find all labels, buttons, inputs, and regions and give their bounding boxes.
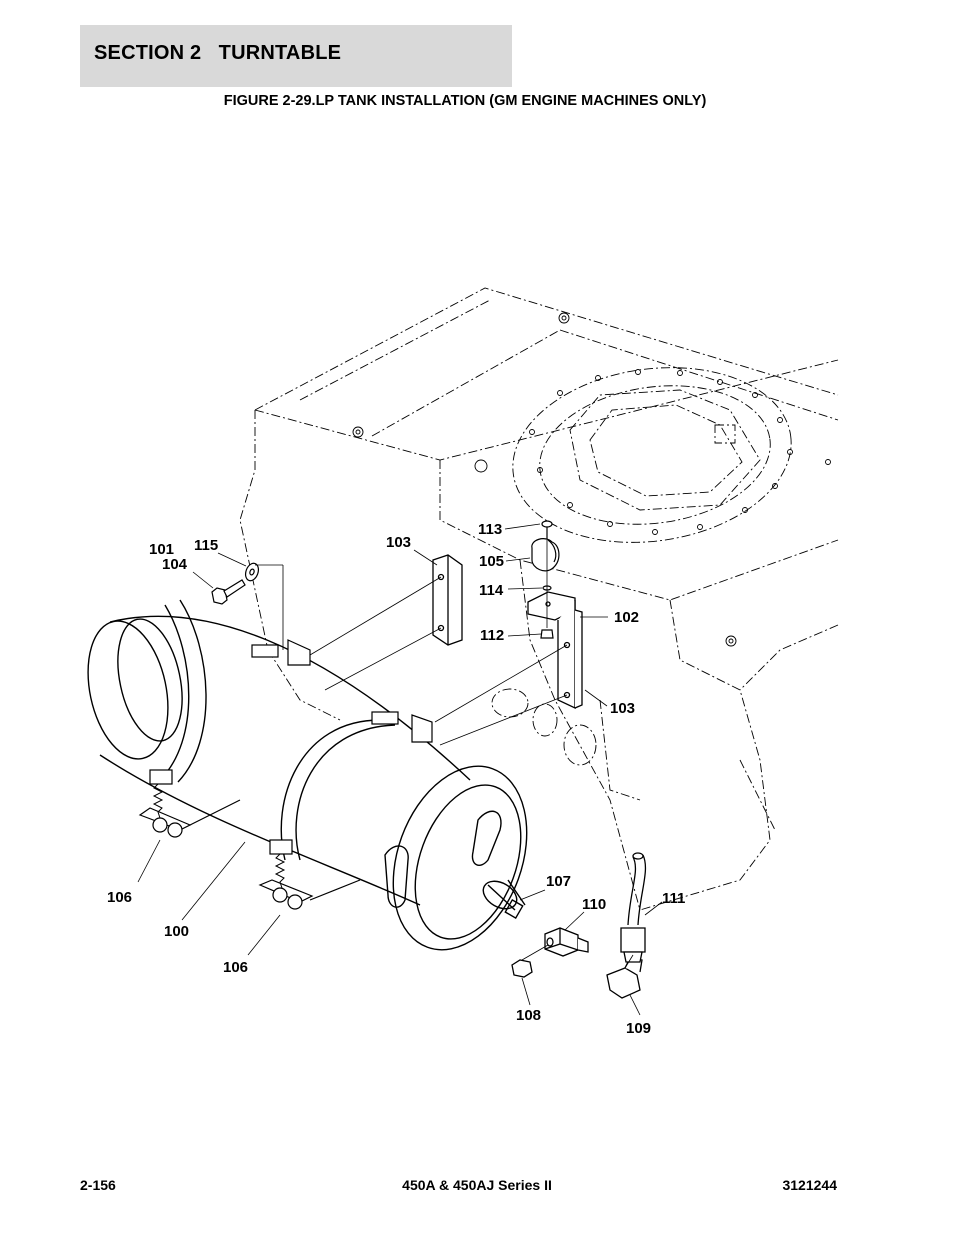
callout-105: 105 [479,553,504,570]
callout-109: 109 [626,1020,651,1037]
bearing-bolt-holes [352,312,831,647]
callout-103-upper: 103 [386,534,411,551]
callout-labels: 113 105 114 112 102 103 103 101 115 104 … [107,521,685,1037]
callout-106-left: 106 [107,889,132,906]
callout-100: 100 [164,923,189,940]
callout-115: 115 [194,537,218,554]
lp-tank [87,599,528,951]
callout-108: 108 [516,1007,541,1024]
callout-114: 114 [479,582,504,599]
callout-103-lower: 103 [610,700,635,717]
callout-113: 113 [478,521,502,538]
callout-104: 104 [162,556,188,573]
section-title: SECTION 2 TURNTABLE [94,42,342,64]
callout-111: 111 [662,890,685,907]
callout-112: 112 [480,627,504,644]
footer-doc-number: 3121244 [782,1177,837,1193]
leader-lines [137,523,663,1016]
tank-springs [152,783,286,889]
figure-title: FIGURE 2-29.LP TANK INSTALLATION (GM ENG… [223,93,707,109]
turntable-phantom [239,287,839,911]
bracket-102 [527,591,583,710]
mounting-plate-103-upper [432,554,463,646]
callout-101: 101 [149,541,174,558]
callout-110: 110 [582,896,606,913]
bolt-104-washer-115 [211,562,260,605]
assembly-lines [255,540,634,969]
fittings [511,852,647,999]
footer-page-number: 2-156 [80,1177,116,1193]
footer-model: 450A & 450AJ Series II [402,1177,552,1193]
callout-102: 102 [614,609,639,626]
section-header: SECTION 2 TURNTABLE [80,25,512,87]
hardware-stack [531,520,560,639]
callout-107: 107 [546,873,571,890]
tank-straps [138,639,433,910]
callout-106-bottom: 106 [223,959,248,976]
